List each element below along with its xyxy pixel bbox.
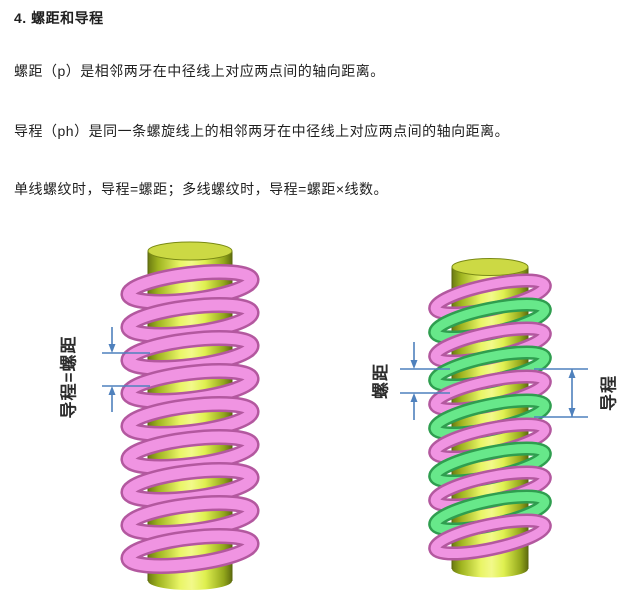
paragraph-lead-pitch-relation: 单线螺纹时，导程=螺距；多线螺纹时，导程=螺距×线数。: [14, 181, 389, 197]
double-start-screw: 螺距 导程: [371, 258, 618, 578]
single-start-screw: 导程=螺距: [59, 241, 253, 590]
pitch-dimension: [400, 342, 450, 420]
pitch-label: 螺距: [371, 363, 390, 399]
section-title: 4. 螺距和导程: [14, 10, 104, 26]
lead-label: 导程: [599, 375, 618, 411]
paragraph-pitch-definition: 螺距（p）是相邻两牙在中径线上对应两点间的轴向距离。: [14, 63, 385, 79]
paragraph-lead-definition: 导程（ph）是同一条螺旋线上的相邻两牙在中径线上对应两点间的轴向距离。: [14, 123, 510, 139]
lead-equals-pitch-dimension: [102, 327, 150, 412]
thread-figure: 导程=螺距: [59, 241, 618, 590]
lead-equals-pitch-label: 导程=螺距: [59, 336, 78, 419]
lead-dimension: [534, 368, 588, 418]
